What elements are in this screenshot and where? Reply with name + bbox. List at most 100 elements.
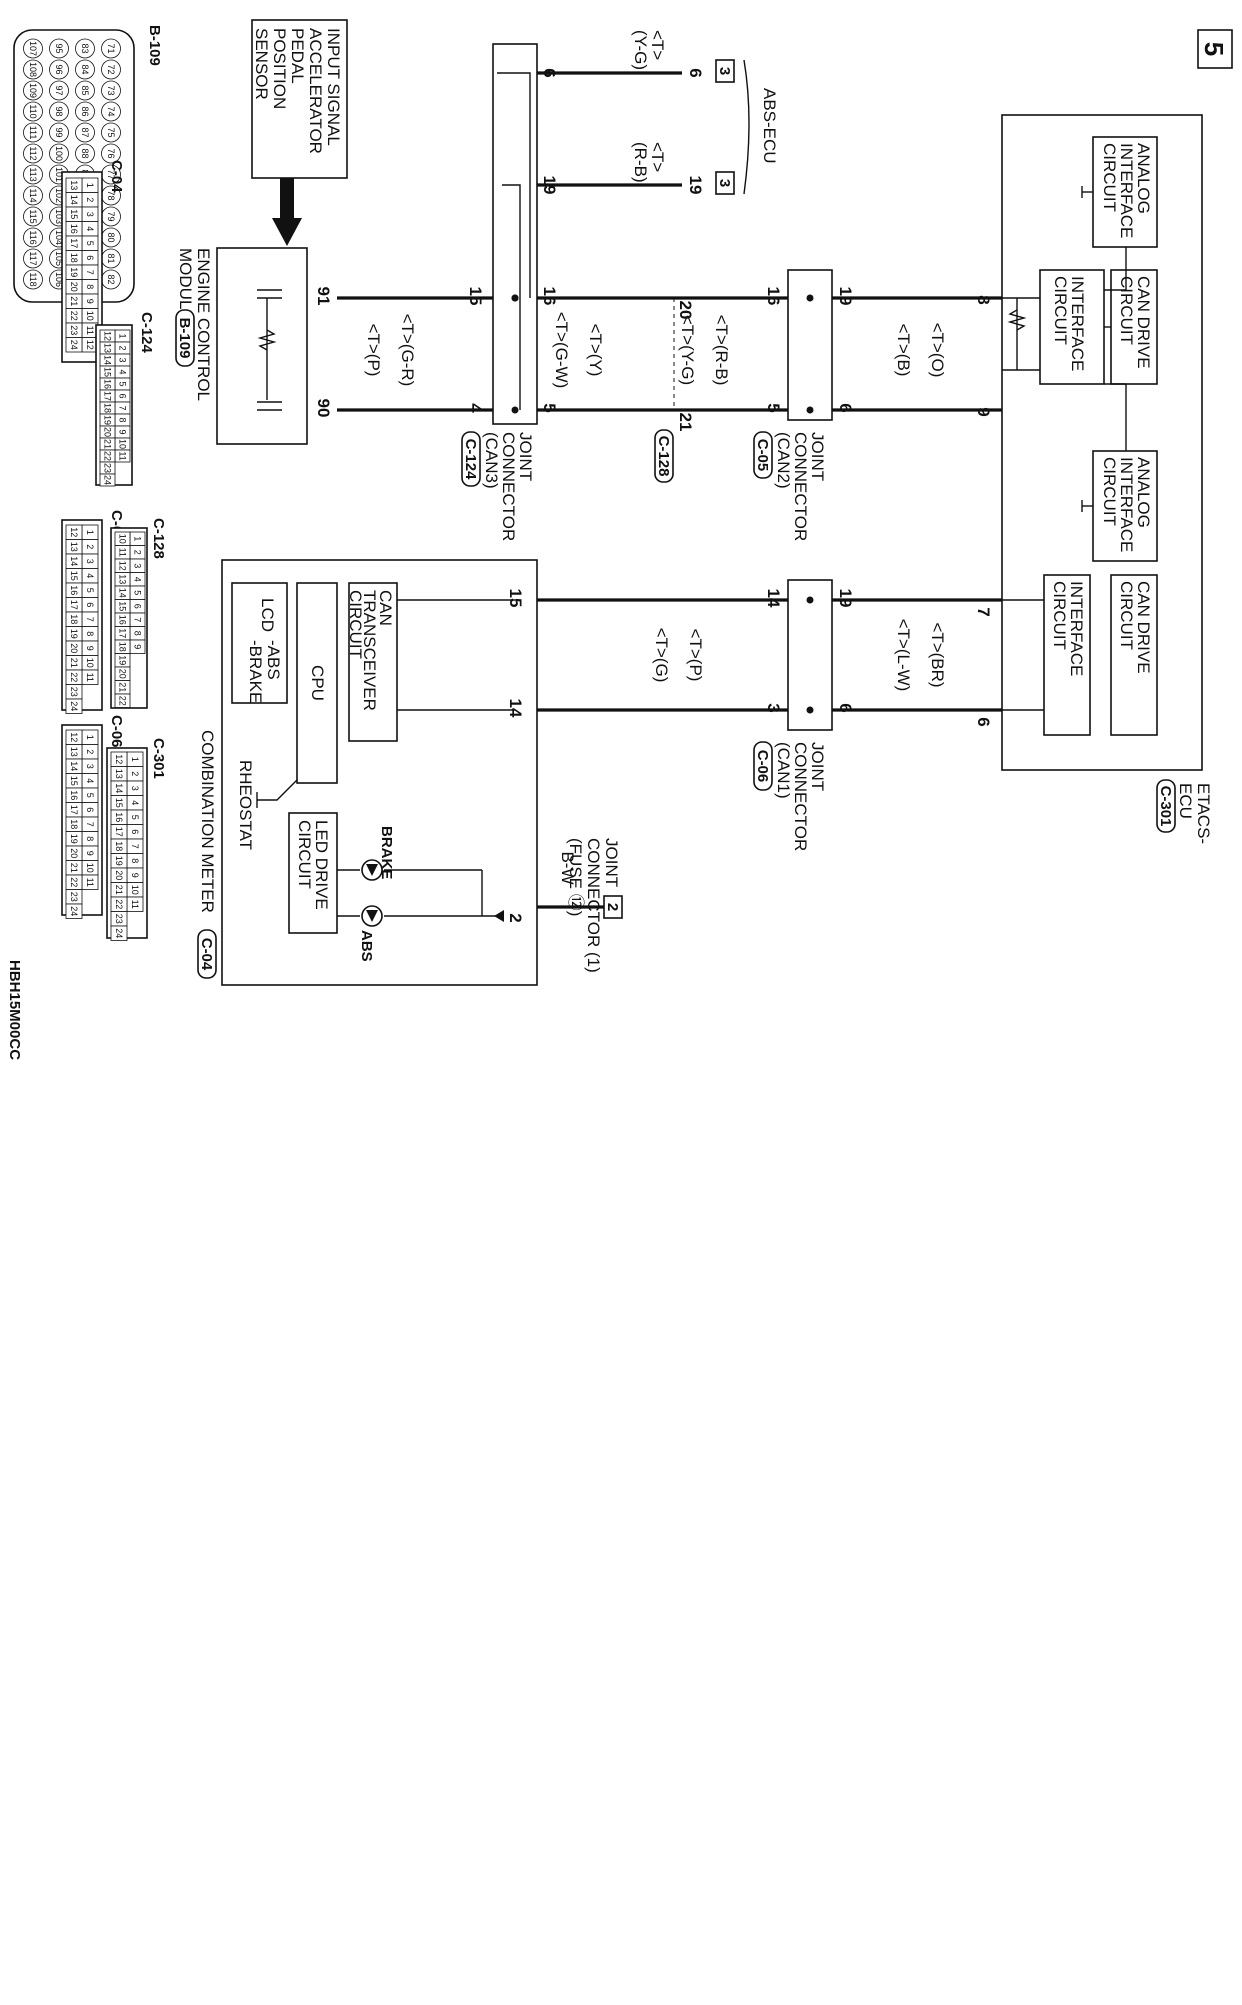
interface-box-1-l1: INTERFACE: [1068, 276, 1087, 371]
can1-node-1: [806, 596, 814, 604]
meter-pin-2: 2: [506, 913, 525, 922]
joint-can3-pin-4: 4: [466, 403, 485, 413]
c04-pin-label: 3: [85, 212, 95, 217]
abs-led-arrow: [366, 910, 378, 922]
c128-pin-label: 18: [118, 642, 128, 652]
can-trans-l1: CAN: [376, 590, 395, 626]
etacs-name-2: ECU: [1176, 783, 1195, 819]
c05-pin-label: 19: [69, 629, 79, 639]
interface-box-2-l1: INTERFACE: [1067, 581, 1086, 676]
lcd-box: [231, 582, 288, 704]
can3-link-2: [502, 184, 521, 410]
b109-pin-label: 106: [54, 272, 64, 287]
b109-pin-label: 83: [80, 43, 90, 53]
c124-pin-label: 7: [118, 405, 128, 410]
fuse-joint-l1: JOINT: [602, 838, 621, 887]
can-trans-l2: TRANSCEIVER: [360, 590, 379, 711]
abs-ref-1: 3: [716, 67, 733, 75]
c05-pin-label: 9: [85, 646, 95, 651]
c06-pin-label: 4: [85, 778, 95, 783]
page-number-box: [1197, 29, 1233, 69]
fuse-joint-l2: CONNECTOR (1): [584, 838, 603, 973]
b109-pin-label: 82: [106, 274, 116, 284]
ecm-name-1: ENGINE CONTROL: [194, 248, 213, 401]
c04-pin-label: 14: [69, 195, 79, 205]
joint-can3-l3: (CAN3): [482, 432, 501, 489]
c124-pin-label: 12: [103, 331, 113, 341]
c128-pin-label: 2: [133, 550, 143, 555]
input-l3: PEDAL: [288, 28, 307, 84]
c301-pin-label: 9: [130, 873, 140, 878]
c128-pin-label: 17: [118, 628, 128, 638]
b109-pin-label: 81: [106, 253, 116, 263]
etacs-pin-7: 7: [974, 607, 993, 616]
b109-pin-cell: [75, 59, 95, 80]
c05-pin-label: 18: [69, 614, 79, 624]
joint-can1-pin-3: 3: [764, 703, 783, 712]
joint-can1-connector: C-06: [754, 750, 771, 783]
c128-pin-label: 21: [118, 682, 128, 692]
can3-node-3: [511, 294, 519, 302]
c301-pin-label: 15: [114, 798, 124, 808]
meter-pin-14: 14: [506, 699, 525, 718]
c124-pin-label: 20: [103, 427, 113, 437]
c05-pin-label: 15: [69, 571, 79, 581]
b109-pin-label: 78: [106, 190, 116, 200]
b109-pin-cell: [101, 122, 121, 143]
b109-pin-label: 99: [54, 127, 64, 137]
b109-pin-label: 77: [106, 169, 116, 179]
c06-pin-label: 23: [69, 892, 79, 902]
b109-pin-label: 100: [54, 146, 64, 161]
b109-pin-label: 101: [54, 167, 64, 182]
b109-pin-label: 109: [28, 83, 38, 98]
c301-pin-label: 20: [114, 870, 124, 880]
etacs-can2-side: ANALOG INTERFACE CIRCUIT INTERFACE CIRCU…: [1002, 136, 1158, 562]
b109-pin-label: 85: [80, 85, 90, 95]
c06-pin-label: 8: [85, 836, 95, 841]
c04-pin-label: 12: [85, 340, 95, 350]
wire-label-gw: <T>(G-W): [552, 312, 571, 389]
meter-pin-15: 15: [506, 589, 525, 608]
c128-pin-label: 1: [133, 536, 143, 541]
c128-tag: [654, 429, 674, 483]
meter-tag: [197, 929, 217, 979]
abs-brace: [743, 59, 750, 195]
wire-label-b: <T>(B): [894, 324, 913, 377]
c124-pin-label: 8: [118, 417, 128, 422]
joint-can2-l1: JOINT: [808, 432, 827, 481]
c04-pin-label: 10: [85, 311, 95, 321]
c04-pin-label: 19: [69, 267, 79, 277]
cpu-box: [296, 582, 338, 784]
b109-pin-cell: [23, 185, 43, 206]
can-drive-box-2: [1110, 574, 1158, 736]
ecm-internal-1: [257, 289, 282, 299]
c301-pin-label: 1: [130, 757, 140, 762]
b109-pin-label: 76: [106, 148, 116, 158]
abs-label: ABS: [358, 930, 375, 962]
c124-pin-label: 13: [103, 343, 113, 353]
b109-pin-cell: [49, 80, 69, 101]
b109-pin-cell: [101, 38, 121, 59]
c04-pin-label: 8: [85, 284, 95, 289]
b109-pin-label: 72: [106, 64, 116, 74]
wire-label-yg: <T>(Y-G): [678, 315, 697, 385]
c05-pin-label: 11: [85, 673, 95, 682]
analog-box-1-l3: CIRCUIT: [1100, 143, 1119, 212]
etacs-pin-8: 8: [974, 295, 993, 304]
b109-pin-cell: [23, 269, 43, 290]
c05-pin-label: 17: [69, 600, 79, 610]
c128-name: C-128: [655, 436, 672, 477]
c06-pin-label: 2: [85, 749, 95, 754]
b109-pin-cell: [101, 80, 121, 101]
c124-title: C-124: [138, 312, 155, 354]
c04-pin-label: 11: [85, 326, 95, 335]
b109-pin-label: 73: [106, 85, 116, 95]
c301-pin-label: 19: [114, 856, 124, 866]
rotated-sheet: 5 ETACS- ECU C-301 ANALOG INTERFACE CIRC…: [6, 19, 1233, 1060]
c128-pin-label: 19: [118, 655, 128, 665]
c05-pin-label: 5: [85, 588, 95, 593]
